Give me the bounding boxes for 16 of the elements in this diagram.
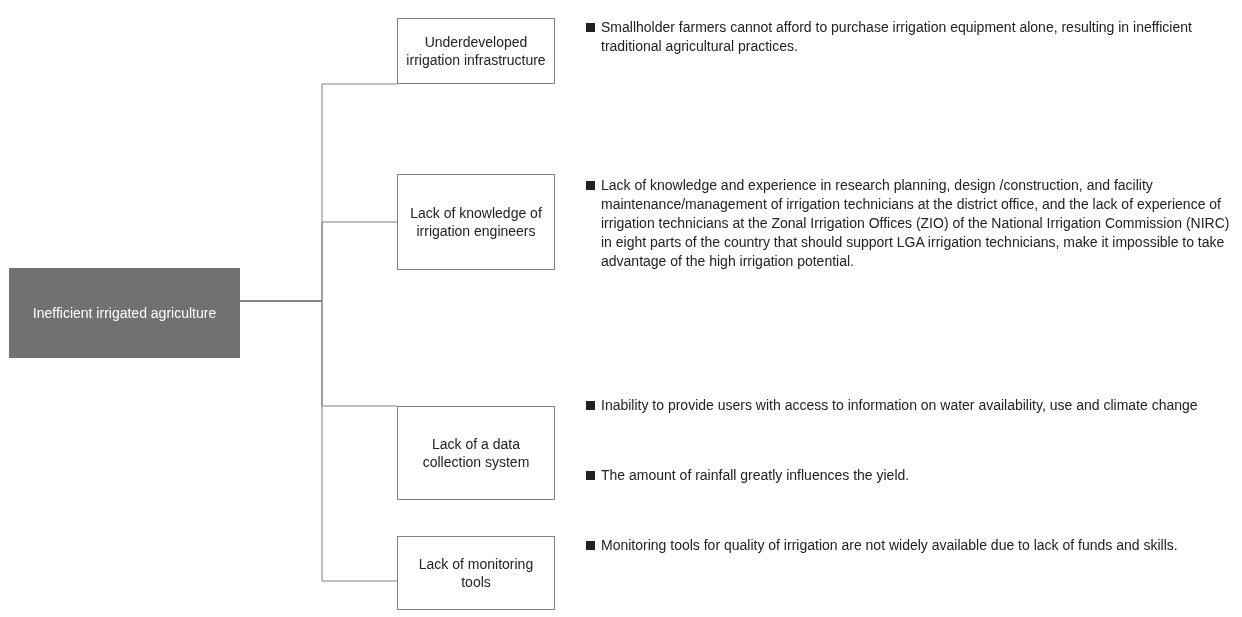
bullet-text: Smallholder farmers cannot afford to purchase irrigation equipment alone, resulting in inefficient traditional agricultural practices. <box>601 18 1193 56</box>
box-label: Underdeveloped irrigation infrastructure <box>406 33 546 69</box>
bullet-text: Lack of knowledge and experience in research planning, design /construction, and facility maintenance/management of irrigation technicians at the district office, and the lack of experience of irrigation technicians at the Zonal Irrigation Offices (ZIO) of the National Irrigation Commission (NIRC) in eight parts of the country that should support LGA irrigation technicians, make it impossible to take advantage of the high irrigation potential. <box>601 176 1231 271</box>
box-label: Lack of monitoring tools <box>417 555 535 591</box>
cause-box <box>397 174 555 270</box>
cause-box <box>397 18 555 84</box>
bullet-text: Inability to provide users with access to information on water availability, use and climate change <box>601 396 1198 415</box>
cause-box <box>397 406 555 500</box>
box-label: Lack of knowledge of irrigation engineers <box>409 204 543 240</box>
box-label: Inefficient irrigated agriculture <box>32 304 217 322</box>
cause-box <box>397 536 555 610</box>
root-box <box>9 268 240 358</box>
bullet-text: The amount of rainfall greatly influences the yield. <box>601 466 910 485</box>
connector-line <box>239 300 398 582</box>
box-label: Lack of a data collection system <box>421 435 531 471</box>
bullet-text: Monitoring tools for quality of irrigation are not widely available due to lack of funds and skills. <box>601 536 1178 555</box>
